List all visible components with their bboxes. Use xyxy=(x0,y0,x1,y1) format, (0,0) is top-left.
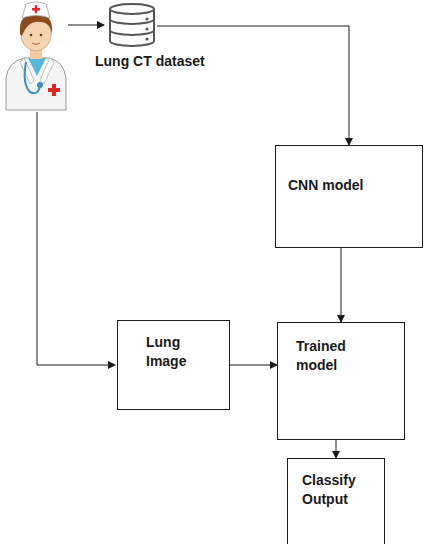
flow-arrow xyxy=(230,365,277,366)
node-label: Trained model xyxy=(296,337,371,375)
output-box: Classify Output xyxy=(287,458,385,544)
node-label: Classify Output xyxy=(302,471,372,509)
database-icon xyxy=(107,2,157,48)
flow-arrow xyxy=(341,248,342,322)
node-label: CNN model xyxy=(288,176,412,195)
process-box: Trained model xyxy=(277,322,405,440)
flow-arrow xyxy=(336,440,337,458)
database-node: Lung CT dataset xyxy=(95,2,210,79)
doctor-arrow xyxy=(68,25,104,26)
doctor-arrow xyxy=(37,112,115,365)
doctor-figure xyxy=(6,2,66,110)
flow-arrow xyxy=(157,26,349,145)
node-label: Lung Image xyxy=(146,333,208,371)
input-box: Lung Image xyxy=(117,320,230,410)
node-label: Lung CT dataset xyxy=(95,52,205,71)
process-box: CNN model xyxy=(275,145,423,248)
